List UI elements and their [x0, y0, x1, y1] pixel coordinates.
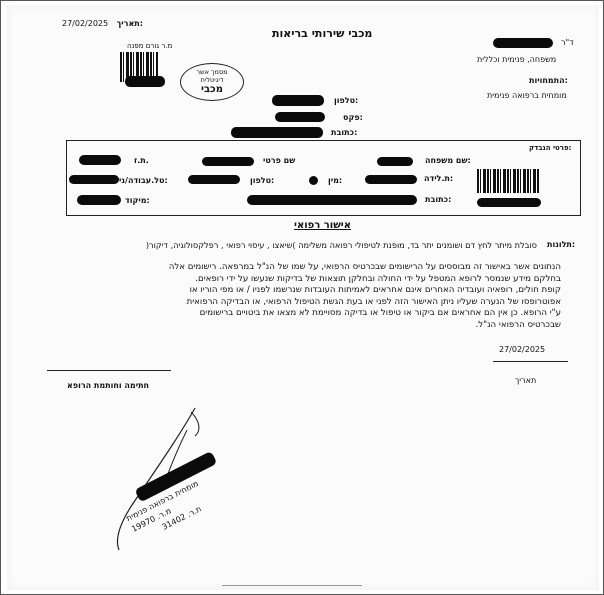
redaction-dot [309, 176, 318, 185]
signature-line [47, 370, 171, 371]
footer-date-value: 27/02/2025 [499, 345, 546, 354]
complaints-label: תלונות: [547, 240, 576, 249]
patient-details-box [66, 140, 581, 216]
work-phone-label: טל.עבודה/נייד: [112, 176, 168, 185]
patient-section-label: פרטי הנבדק: [529, 144, 572, 152]
paragraph-line: שבכרטיס הרפואי הנ"ל. [475, 319, 561, 330]
redaction-block [275, 112, 325, 122]
expertise-value: מומחית ברפואה פנימית [487, 91, 567, 100]
redaction-block [493, 38, 553, 48]
referrer-label: מ.ר גורם מפנה [127, 42, 173, 50]
signature-label: חתימה וחותמת הרופא [67, 381, 150, 390]
complaints-text: סובלת מיתר לחץ דם ושומנים יתר בד, מופנת … [145, 240, 537, 250]
patient-phone-label: טלפון: [250, 176, 275, 185]
date-value: 27/02/2025 [62, 19, 109, 28]
date-line [493, 361, 568, 362]
redaction-block [79, 155, 121, 165]
digital-approval-stamp: מסמך אשר דיגיטלית מכבי [180, 63, 244, 101]
redaction-block [69, 175, 119, 184]
paragraph-line: אפוטרופסו של הנערה שעליו ניתן האישור הזה… [186, 296, 561, 307]
patient-barcode [477, 169, 539, 193]
doctor-prefix: ד"ר [561, 38, 574, 47]
footer-date-label: תאריך [515, 376, 537, 385]
redaction-block [202, 157, 254, 166]
stamp-line-2: דיגיטלית [200, 76, 224, 84]
redaction-block [477, 198, 541, 207]
date-label: תאריך: [116, 19, 143, 28]
redaction-block [365, 175, 417, 184]
document-date: 27/02/2025 תאריך: [62, 19, 143, 28]
redaction-block [272, 95, 324, 106]
fax-label: פקס: [343, 113, 363, 122]
specialty-line: משפחה, פנימית וכללית [477, 55, 557, 64]
paragraph-line: בחלקם מידע שנמסר לרופא המטפל על ידי החול… [195, 273, 561, 284]
stamp-logo-text: מכבי [201, 84, 223, 95]
redaction-block [377, 157, 413, 166]
id-label: ת.ז. [134, 156, 149, 165]
redaction-block [77, 195, 121, 205]
fold-line [222, 585, 362, 586]
document-title: אישור רפואי [294, 220, 351, 231]
redaction-block [247, 195, 417, 205]
redaction-block [188, 175, 240, 184]
paragraph-line: קופת חולים, רופאיה ועובדיה האחרים אינם א… [189, 285, 561, 296]
phone-label: טלפון: [334, 96, 359, 105]
first-name-label: שם פרטי [263, 156, 296, 165]
address-label: כתובת: [331, 128, 358, 137]
zip-label: מיקוד: [125, 196, 150, 205]
document-page: 27/02/2025 תאריך: מ.ר גורם מפנה מסמך אשר… [7, 5, 599, 590]
stamp-line-1: מסמך אשר [196, 68, 228, 76]
redaction-block [125, 76, 165, 87]
patient-address-label: כתובת: [425, 195, 452, 204]
org-name: מכבי שירותי בריאות [272, 27, 373, 40]
paragraph-line: ע"י הרופא. כן אין הם אחראים אם ביקור או … [199, 308, 561, 319]
redaction-block [231, 127, 323, 138]
birth-date-label: ת.לידה: [424, 174, 454, 183]
paragraph-line: הנתונים אשר באישור זה מבוססים על הרישומי… [168, 262, 561, 272]
expertise-label: התמחויות: [529, 76, 568, 85]
gender-label: מין: [328, 176, 343, 185]
disclaimer-paragraph: הנתונים אשר באישור זה מבוססים על הרישומי… [41, 262, 561, 332]
last-name-label: שם משפחה: [425, 156, 471, 165]
